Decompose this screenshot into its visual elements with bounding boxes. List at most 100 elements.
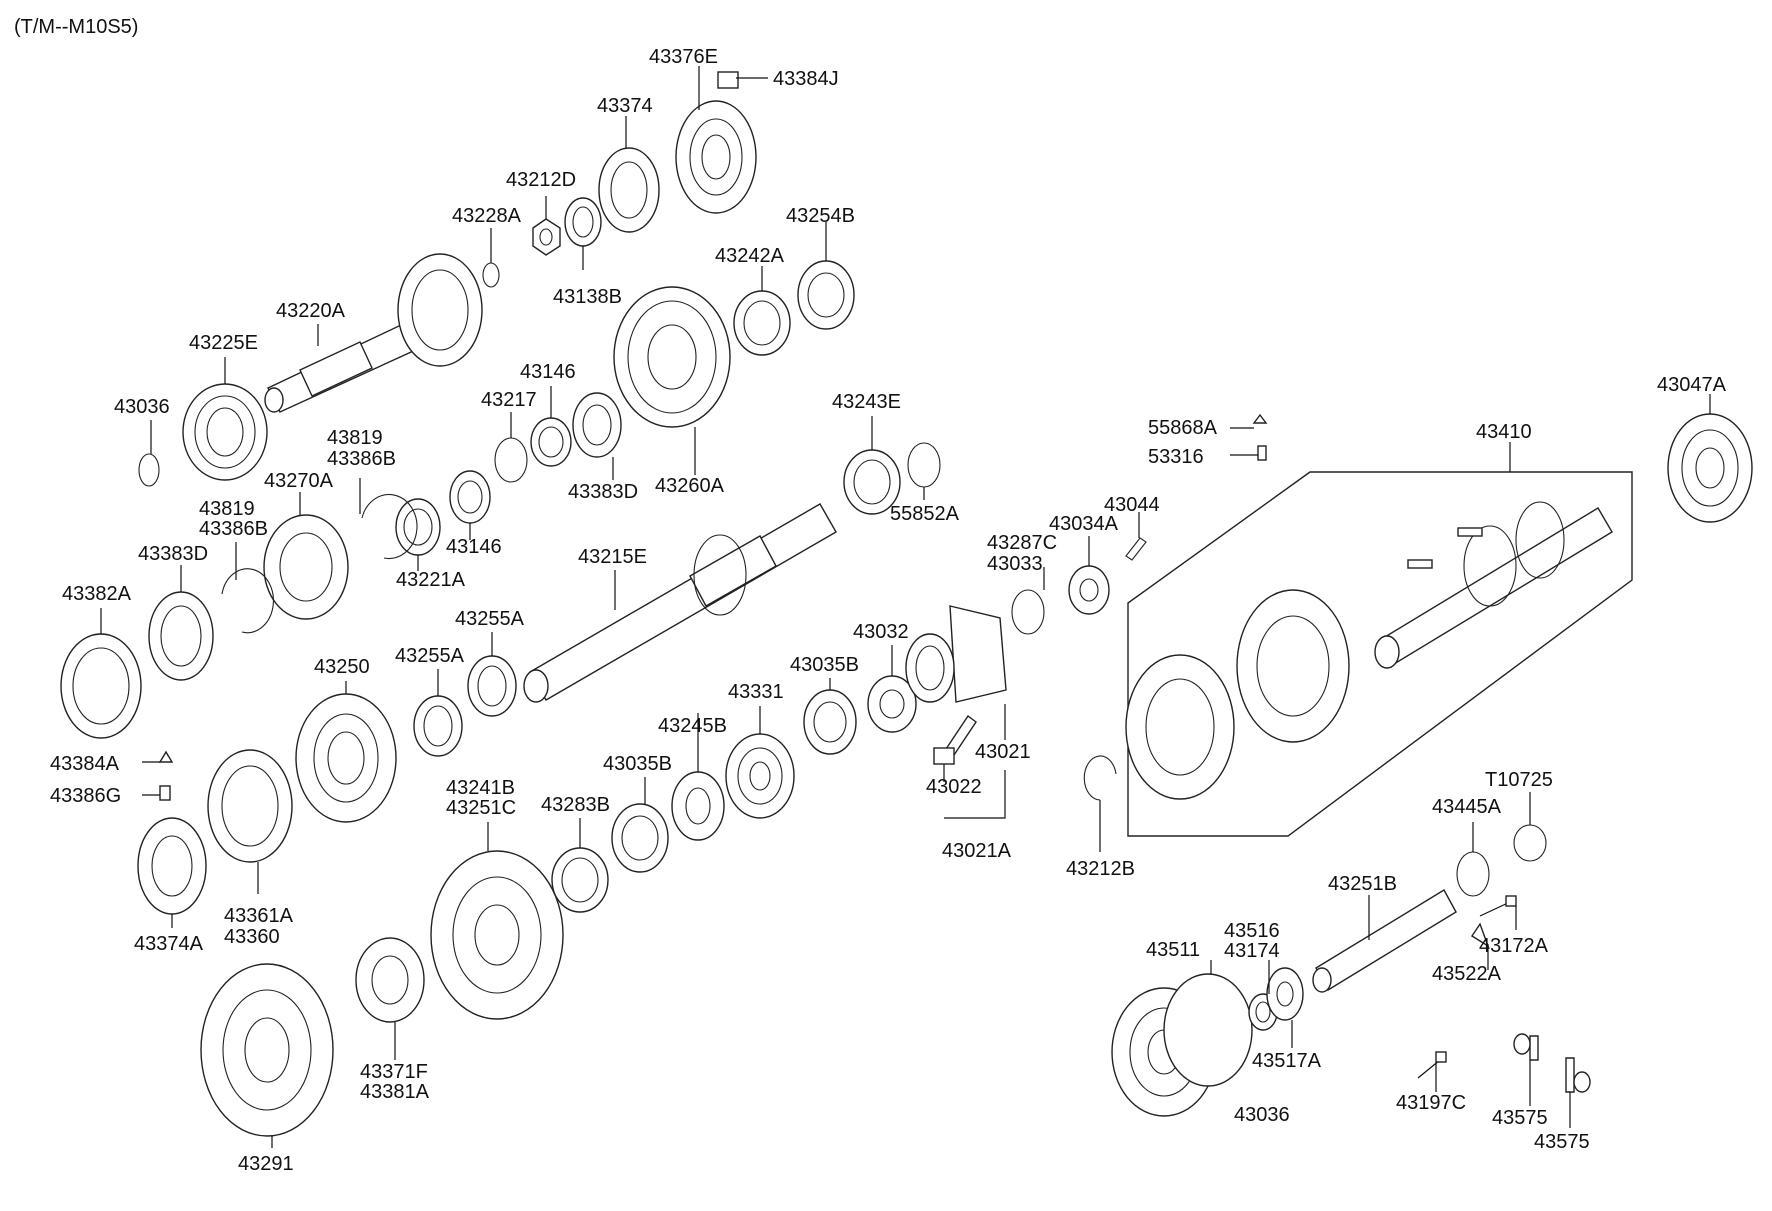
label-55868A[interactable]: 55868A: [1148, 417, 1218, 439]
label-43287C[interactable]: 43287C: [987, 532, 1057, 554]
bearing-43254B: [797, 260, 855, 330]
label-43251C[interactable]: 43251C: [446, 797, 516, 819]
label-43255A-lower[interactable]: 43255A: [395, 645, 465, 667]
label-43225E[interactable]: 43225E: [189, 332, 258, 354]
gear-43270A: [263, 514, 349, 620]
label-43174[interactable]: 43174: [1224, 940, 1280, 962]
label-43511[interactable]: 43511: [1146, 939, 1200, 961]
gear-43291: [200, 963, 334, 1137]
label-43260A[interactable]: 43260A: [655, 475, 725, 497]
label-43241B[interactable]: 43241B: [446, 777, 515, 799]
sleeve-43221A: [395, 498, 441, 556]
label-43386B-upper[interactable]: 43386B: [327, 448, 396, 470]
label-43221A[interactable]: 43221A: [396, 569, 466, 591]
label-43242A[interactable]: 43242A: [715, 245, 785, 267]
washer-43245B: [671, 771, 725, 841]
sleeve-43382A: [60, 633, 142, 739]
bearing-43035B-upper: [803, 689, 857, 755]
label-43291[interactable]: 43291: [238, 1153, 294, 1175]
label-43381A[interactable]: 43381A: [360, 1081, 430, 1103]
label-43371F[interactable]: 43371F: [360, 1061, 428, 1083]
counter-gear-set-43410: [1125, 501, 1613, 800]
model-code-label: (T/M--M10S5): [14, 16, 138, 38]
bolt-43172A: [1479, 895, 1517, 917]
label-43146-lower[interactable]: 43146: [446, 536, 502, 558]
label-43575-lower[interactable]: 43575: [1534, 1131, 1590, 1153]
label-43217[interactable]: 43217: [481, 389, 537, 411]
label-43245B[interactable]: 43245B: [658, 715, 727, 737]
assembly-frame-43410: [1127, 471, 1633, 837]
snap-ring-43228A: [482, 262, 500, 288]
label-43522A[interactable]: 43522A: [1432, 963, 1502, 985]
label-43255A-upper[interactable]: 43255A: [455, 608, 525, 630]
label-43575-upper[interactable]: 43575: [1492, 1107, 1548, 1129]
label-43445A[interactable]: 43445A: [1432, 796, 1502, 818]
label-43034A[interactable]: 43034A: [1049, 513, 1119, 535]
label-43374[interactable]: 43374: [597, 95, 653, 117]
label-43386G[interactable]: 43386G: [50, 785, 121, 807]
label-43819-upper[interactable]: 43819: [327, 427, 383, 449]
label-43032[interactable]: 43032: [853, 621, 909, 643]
label-43283B[interactable]: 43283B: [541, 794, 610, 816]
blocker-ring-43374: [598, 147, 660, 233]
label-43146-upper[interactable]: 43146: [520, 361, 576, 383]
parts-artwork: [60, 71, 1753, 1137]
bolt-43197C: [1417, 1051, 1447, 1079]
label-43384A[interactable]: 43384A: [50, 753, 120, 775]
label-43251B[interactable]: 43251B: [1328, 873, 1397, 895]
label-43254B[interactable]: 43254B: [786, 205, 855, 227]
label-43036-right[interactable]: 43036: [1234, 1104, 1290, 1126]
label-43270A[interactable]: 43270A: [264, 470, 334, 492]
label-43035B-upper[interactable]: 43035B: [790, 654, 859, 676]
label-43047A[interactable]: 43047A: [1657, 374, 1727, 396]
synchro-ring-43383D-lower: [148, 591, 214, 681]
label-43138B[interactable]: 43138B: [553, 286, 622, 308]
label-43410[interactable]: 43410: [1476, 421, 1532, 443]
label-43035B-lower[interactable]: 43035B: [603, 753, 672, 775]
label-43382A[interactable]: 43382A: [62, 583, 132, 605]
label-T10725[interactable]: T10725: [1485, 769, 1553, 791]
label-53316[interactable]: 53316: [1148, 446, 1204, 468]
label-43819-lower[interactable]: 43819: [199, 498, 255, 520]
label-43021[interactable]: 43021: [975, 741, 1031, 763]
bearing-43225E: [182, 383, 268, 481]
bearing-43146-upper: [530, 417, 572, 467]
label-43197C[interactable]: 43197C: [1396, 1092, 1466, 1114]
label-43220A[interactable]: 43220A: [276, 300, 346, 322]
label-55852A[interactable]: 55852A: [890, 503, 960, 525]
label-43331[interactable]: 43331: [728, 681, 784, 703]
label-43250[interactable]: 43250: [314, 656, 370, 678]
label-43376E[interactable]: 43376E: [649, 46, 718, 68]
ring-55852A: [907, 442, 941, 488]
label-43021A[interactable]: 43021A: [942, 840, 1012, 862]
label-43172A[interactable]: 43172A: [1479, 935, 1549, 957]
idler-gear-43511: [1111, 973, 1253, 1117]
label-43383D-upper[interactable]: 43383D: [568, 481, 638, 503]
input-shaft-43220A: [264, 253, 483, 413]
label-43383D-lower[interactable]: 43383D: [138, 543, 208, 565]
label-43517A[interactable]: 43517A: [1252, 1050, 1322, 1072]
label-43516[interactable]: 43516: [1224, 920, 1280, 942]
label-43243E[interactable]: 43243E: [832, 391, 901, 413]
label-43212B[interactable]: 43212B: [1066, 858, 1135, 880]
snap-ring-43212B: [1083, 755, 1117, 801]
ball-43384A: [158, 750, 174, 763]
label-43036-left[interactable]: 43036: [114, 396, 170, 418]
label-43033[interactable]: 43033: [987, 553, 1043, 575]
gear-43260A: [613, 286, 731, 428]
bearing-43331: [725, 733, 795, 819]
label-43215E[interactable]: 43215E: [578, 546, 647, 568]
label-43228A[interactable]: 43228A: [452, 205, 522, 227]
label-43044[interactable]: 43044: [1104, 494, 1160, 516]
sleeve-43283B: [551, 847, 609, 913]
label-43022[interactable]: 43022: [926, 776, 982, 798]
label-43386B-lower[interactable]: 43386B: [199, 518, 268, 540]
label-43374A[interactable]: 43374A: [134, 933, 204, 955]
gear-43250: [295, 693, 397, 823]
label-43361A[interactable]: 43361A: [224, 905, 294, 927]
label-43384J[interactable]: 43384J: [773, 68, 839, 90]
label-43212D[interactable]: 43212D: [506, 169, 576, 191]
label-43360[interactable]: 43360: [224, 926, 280, 948]
